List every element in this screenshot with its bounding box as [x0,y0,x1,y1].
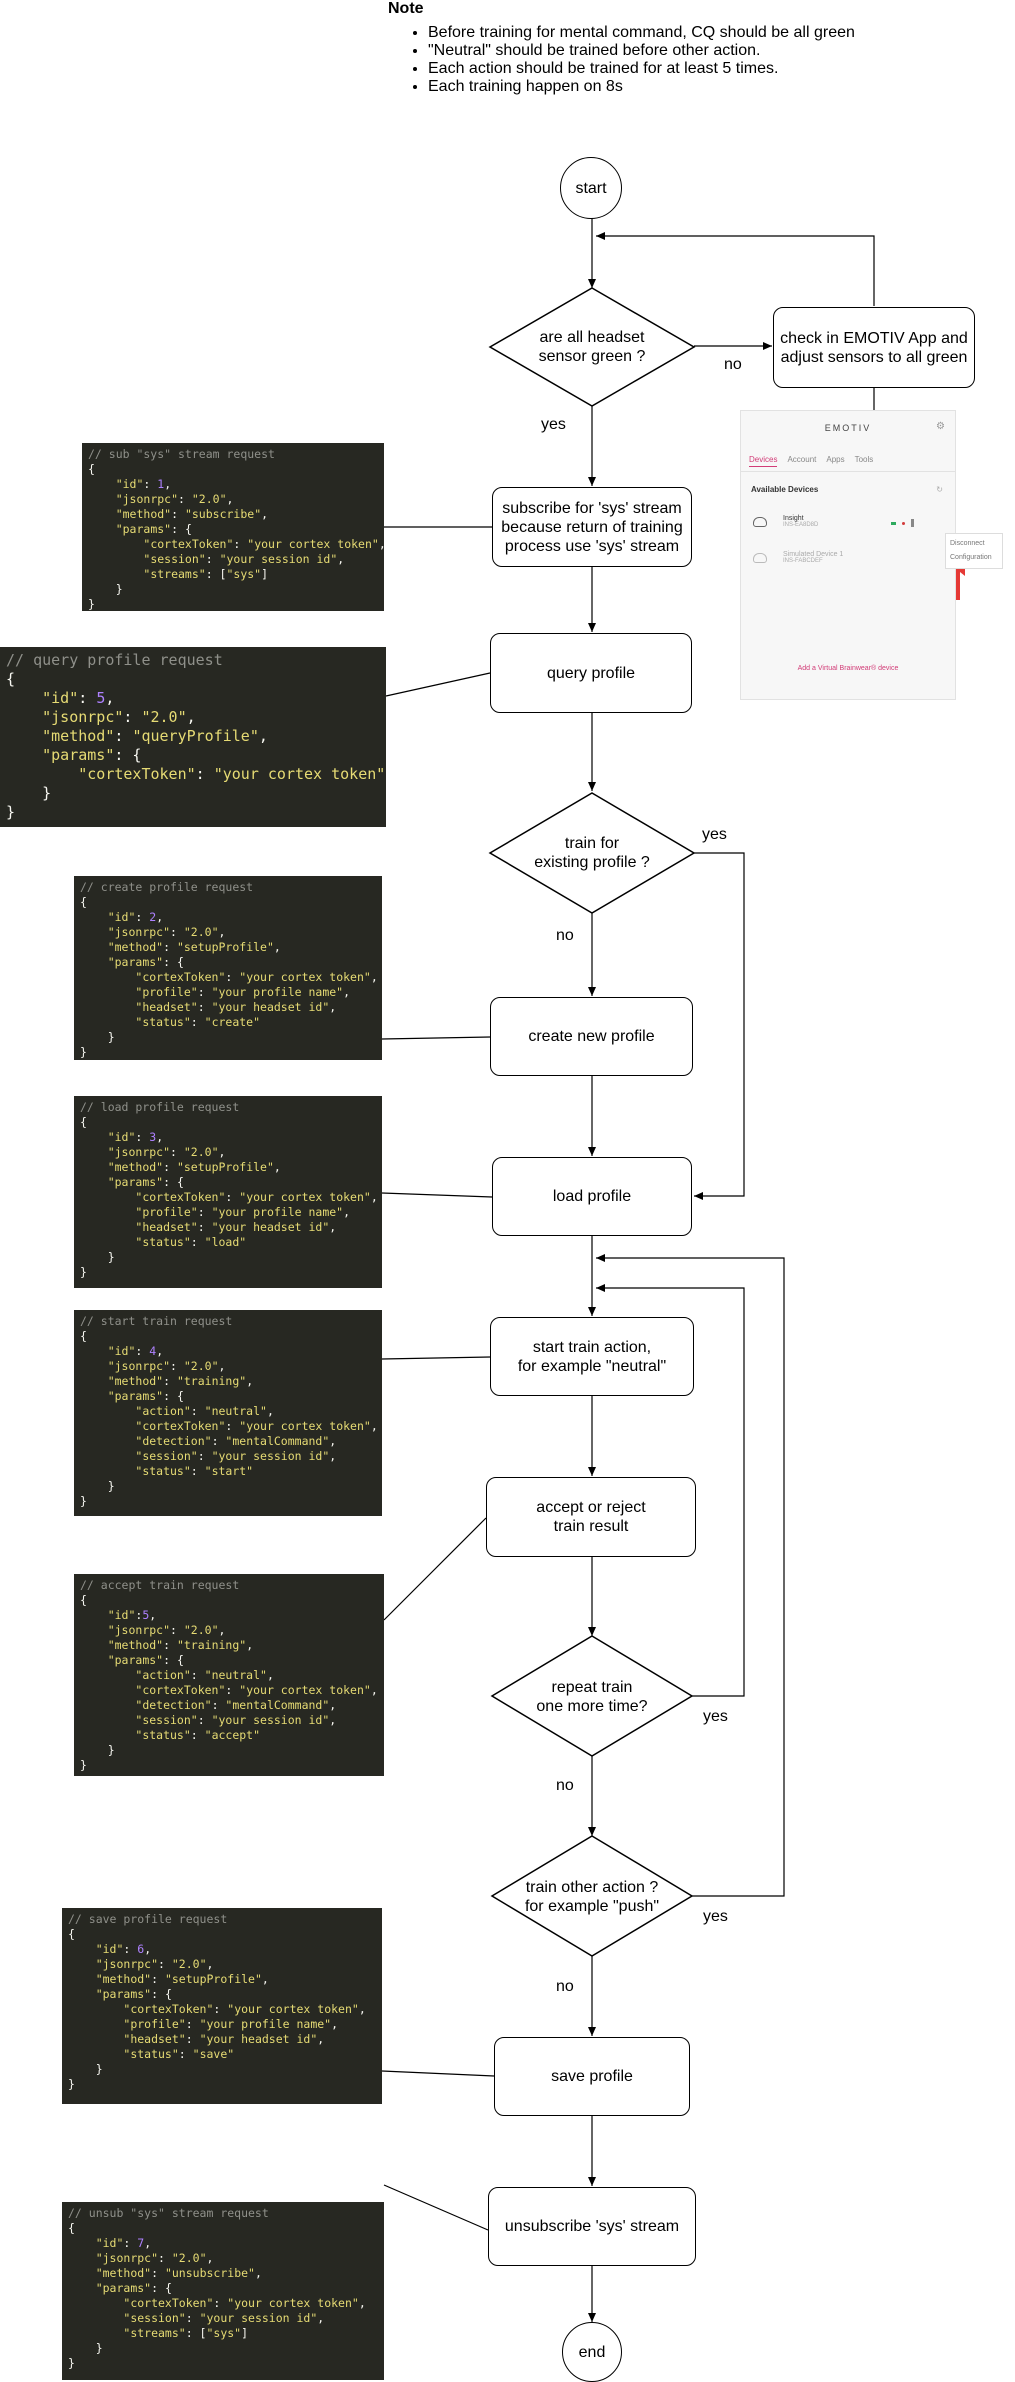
edge-label-no: no [556,927,574,944]
tab-tools[interactable]: Tools [854,455,874,464]
code-subscribe: // sub "sys" stream request { "id": 1, "… [82,443,384,611]
adjust-sensors-node: check in EMOTIV App and adjust sensors t… [773,307,975,388]
decision-other-diamond [490,1835,694,1957]
decision-existing-diamond [488,792,696,914]
code-unsubscribe: // unsub "sys" stream request { "id": 7,… [62,2202,384,2380]
code-query-profile: // query profile request { "id": 5, "jso… [0,647,386,827]
link-start-code [381,1356,491,1360]
emotiv-tabs: Devices Account Apps Tools [749,455,873,467]
load-profile-node: load profile [492,1157,692,1236]
query-profile-node: query profile [490,633,692,713]
menu-item-disconnect[interactable]: Disconnect [950,540,985,547]
status-indicator-green [891,521,896,525]
headset-icon [753,517,767,527]
tab-account[interactable]: Account [787,455,817,464]
start-train-node: start train action, for example "neutral… [490,1317,694,1396]
decision-repeat-label: repeat train one more time? [536,1679,648,1715]
create-profile-node: create new profile [490,997,693,1076]
note-item: "Neutral" should be trained before other… [428,42,988,60]
refresh-icon[interactable]: ↻ [936,485,943,494]
save-profile-node: save profile [494,2037,690,2116]
end-node: end [562,2322,622,2382]
add-virtual-device-link[interactable]: Add a Virtual Brainwear® device [797,665,899,672]
divider [741,471,955,472]
device-id: INS-FABCDEF [783,558,823,564]
tab-apps[interactable]: Apps [826,455,845,464]
emotiv-logo: EMOTIV [824,423,872,433]
link-unsub-code [383,2184,489,2231]
edge-label-no: no [556,1978,574,1995]
edge-label-no: no [724,356,742,373]
device-context-menu: Disconnect Configuration [945,533,1003,569]
device-name: Simulated Device 1 [783,551,844,558]
code-load-profile: // load profile request { "id": 3, "json… [74,1096,382,1288]
decision-headset-diamond [488,287,696,407]
device-id: INS-EA8D8D [783,522,819,528]
link-accept-code [383,1517,487,1621]
contact-quality-indicators [891,519,914,527]
gear-icon[interactable]: ⚙ [936,421,945,432]
code-create-profile: // create profile request { "id": 2, "js… [74,876,382,1060]
code-accept-train: // accept train request { "id":5, "jsonr… [74,1574,384,1776]
device-item-insight[interactable]: Insight INS-EA8D8D [783,515,913,528]
edge-label-no: no [556,1777,574,1794]
code-save-profile: // save profile request { "id": 6, "json… [62,1908,382,2104]
device-item-simulated[interactable]: Simulated Device 1 INS-FABCDEF [783,551,913,564]
edge-label-yes: yes [703,1708,728,1725]
status-indicator-red [902,521,905,525]
link-load-code [381,1192,493,1198]
note-item: Each training happen on 8s [428,78,988,96]
edge-label-yes: yes [702,826,727,843]
device-name: Insight [783,515,804,522]
edge-adjust-back [596,232,875,306]
note-section: Note Before training for mental command,… [388,0,988,96]
code-start-train: // start train request { "id": 4, "jsonr… [74,1310,382,1516]
available-devices-heading: Available Devices [751,485,819,494]
decision-repeat-diamond [490,1635,694,1757]
note-list: Before training for mental command, CQ s… [388,24,988,96]
link-save-code [381,2070,495,2077]
tab-devices[interactable]: Devices [749,455,778,467]
edge-repeat-yes [596,1284,745,1697]
decision-headset-label: are all headset sensor green ? [538,329,646,365]
note-title: Note [388,0,424,17]
decision-other-label: train other action ? for example "push" [524,1879,660,1915]
battery-icon [911,519,914,527]
headset-icon [753,553,767,563]
note-item: Each action should be trained for at lea… [428,60,988,78]
edge-label-yes: yes [703,1908,728,1925]
decision-existing-label: train for existing profile ? [534,835,650,871]
link-create-code [381,1036,491,1040]
emotiv-app-screenshot: EMOTIV ⚙ Devices Account Apps Tools Avai… [740,410,1003,700]
subscribe-node: subscribe for 'sys' stream because retur… [492,487,692,567]
edge-existing-yes [694,852,745,1200]
link-query-code [385,672,491,697]
unsubscribe-node: unsubscribe 'sys' stream [488,2187,696,2266]
note-item: Before training for mental command, CQ s… [428,24,988,42]
accept-train-node: accept or reject train result [486,1477,696,1557]
menu-item-configuration[interactable]: Configuration [950,554,992,561]
edge-other-yes [596,1254,785,1897]
edge-label-yes: yes [541,416,566,433]
start-node: start [560,157,622,219]
